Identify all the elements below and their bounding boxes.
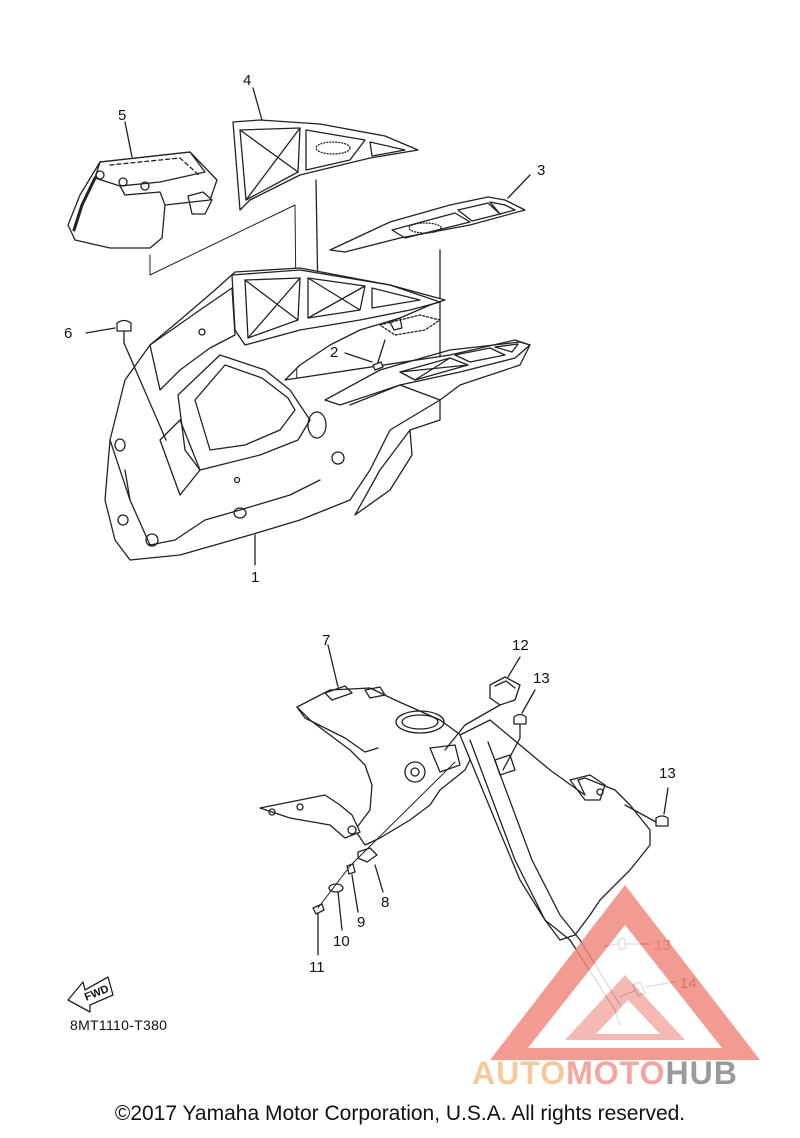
callout-13-top: 13 (533, 670, 550, 687)
callout-12: 12 (512, 637, 529, 654)
callout-9: 9 (357, 914, 365, 931)
part-2-screw (345, 340, 385, 370)
brand-auto: AUTO (472, 1055, 567, 1091)
reference-code: 8MT1110-T380 (70, 1017, 168, 1033)
part-6-bolt (86, 321, 166, 441)
part-12-grommet (445, 657, 520, 750)
part-4-upper-mesh-panel (233, 88, 418, 300)
watermark-logo (490, 885, 760, 1060)
brand-hub: HUB (665, 1055, 738, 1091)
part-10-washer (329, 884, 343, 930)
callout-13-right: 13 (659, 765, 676, 782)
part-3-side-mesh-panel (330, 175, 530, 358)
callout-10: 10 (333, 933, 350, 950)
fwd-arrow-icon (68, 977, 113, 1012)
callout-3: 3 (537, 162, 545, 179)
copyright-notice: ©2017 Yamaha Motor Corporation, U.S.A. A… (114, 1102, 686, 1125)
callout-2: 2 (330, 344, 338, 361)
callout-4: 4 (243, 72, 251, 89)
guide-lines-lower (318, 762, 455, 908)
callout-1: 1 (251, 569, 259, 586)
part-7-inner-stay (260, 645, 470, 845)
callout-7: 7 (322, 632, 330, 649)
callout-6: 6 (64, 325, 72, 342)
brand-moto: MOTO (566, 1055, 666, 1091)
callout-8: 8 (381, 894, 389, 911)
watermark-brand: AUTOMOTOHUB (472, 1055, 738, 1092)
callout-11: 11 (309, 959, 325, 976)
part-11-screw (313, 904, 324, 955)
part-5-meter-cover (68, 122, 217, 248)
part-1-front-cowling (105, 268, 530, 565)
part-9-collar (347, 864, 358, 912)
callout-5: 5 (118, 107, 126, 124)
